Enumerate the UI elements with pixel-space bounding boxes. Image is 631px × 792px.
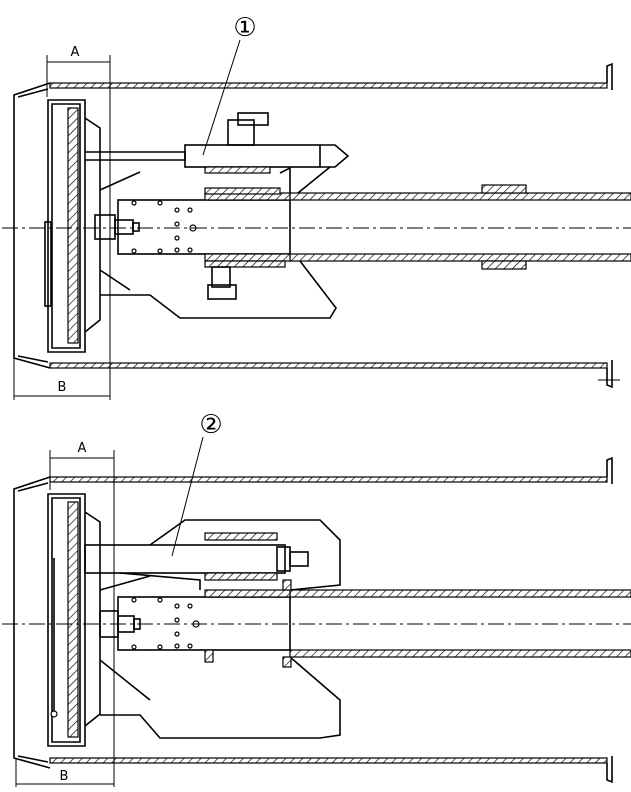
bottom-electrode-assembly bbox=[84, 519, 341, 591]
callout-1-label: ① bbox=[233, 13, 256, 43]
bottom-dim-a-label: A bbox=[78, 441, 87, 456]
top-housing-flange-lower bbox=[606, 360, 613, 389]
bottom-lower-bracket bbox=[99, 575, 341, 739]
top-housing-cone-inner bbox=[17, 88, 49, 363]
bottom-swirl-disc bbox=[47, 493, 101, 747]
top-dim-b-label: B bbox=[58, 380, 67, 395]
bottom-perforations bbox=[131, 597, 200, 650]
top-housing-wall-lower bbox=[49, 362, 608, 369]
bottom-housing bbox=[13, 456, 613, 784]
bottom-view: A B ② bbox=[2, 410, 631, 787]
bottom-dimension-a: A bbox=[49, 441, 115, 787]
bottom-dimension-b: B bbox=[15, 758, 114, 787]
top-nozzle bbox=[94, 214, 140, 240]
top-housing-front-cone bbox=[13, 82, 51, 369]
top-electrode-assembly bbox=[85, 112, 350, 195]
bottom-center-tube bbox=[117, 589, 631, 663]
top-housing-flange-upper bbox=[606, 62, 613, 90]
top-lower-bracket bbox=[99, 171, 337, 319]
top-dim-a-label: A bbox=[71, 45, 80, 60]
top-dimension-b: B bbox=[13, 358, 110, 400]
top-housing bbox=[13, 62, 613, 389]
top-swirl-disc bbox=[44, 99, 101, 353]
top-perforations bbox=[131, 200, 197, 254]
top-view: A B ① bbox=[2, 13, 631, 400]
top-igniter-rod bbox=[44, 221, 52, 307]
top-housing-wall-upper bbox=[49, 82, 608, 89]
callout-2: ② bbox=[171, 410, 223, 557]
callout-2-leader bbox=[171, 436, 204, 557]
callout-1: ① bbox=[202, 13, 257, 156]
callout-2-label: ② bbox=[199, 410, 222, 440]
bottom-dim-b-label: B bbox=[60, 769, 69, 784]
top-dimension-a: A bbox=[46, 45, 111, 400]
callout-1-leader bbox=[202, 39, 241, 156]
